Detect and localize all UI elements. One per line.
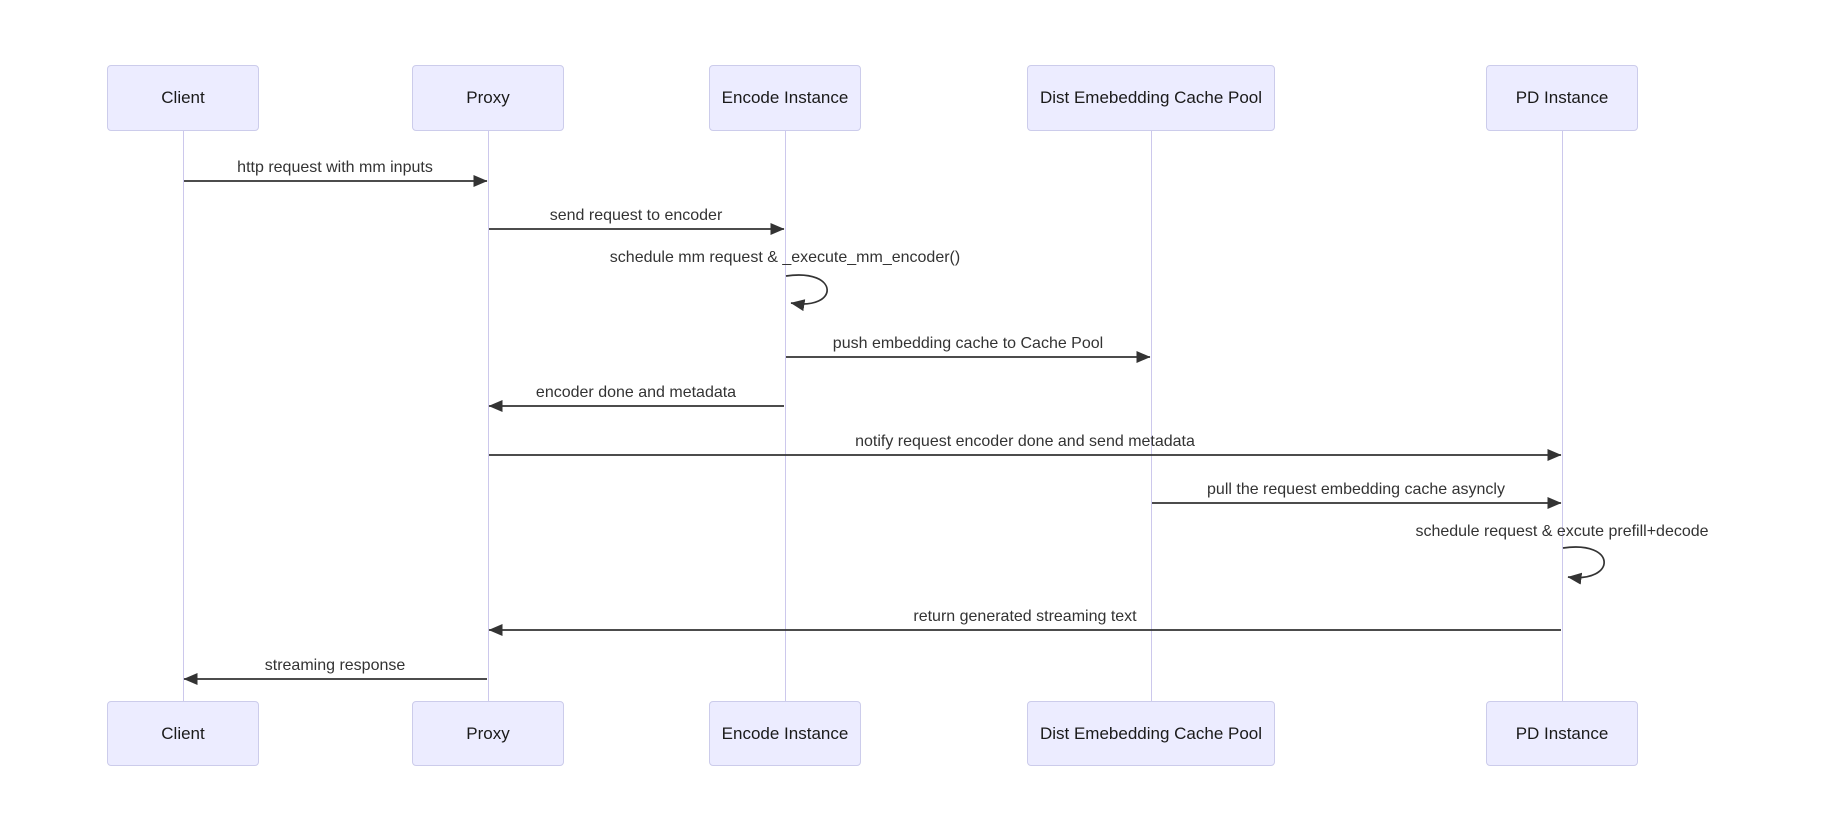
message-8-self-loop-arrow [1562, 546, 1605, 585]
actor-client-bottom: Client [107, 701, 259, 766]
actor-label: Encode Instance [721, 723, 849, 743]
actor-label: PD Instance [1515, 88, 1609, 107]
actor-encode-instance-top: Encode Instance [709, 65, 861, 131]
actor-dist-embedding-cache-pool-top: Dist Emebedding Cache Pool [1027, 65, 1275, 131]
message-7-label: pull the request embedding cache asyncly [1207, 481, 1505, 498]
message-4-label: push embedding cache to Cache Pool [832, 335, 1104, 352]
message-6-label: notify request encoder done and send met… [855, 433, 1195, 450]
message-1-label: http request with mm inputs [237, 159, 433, 176]
actor-label: Proxy [466, 723, 510, 743]
actor-pd-instance-top: PD Instance [1486, 65, 1638, 131]
actor-proxy-top: Proxy [412, 65, 564, 131]
lifeline-dist-embedding-cache-pool [1151, 131, 1152, 701]
message-9-label: return generated streaming text [913, 608, 1137, 625]
message-8-label: schedule request & excute prefill+decode [1415, 523, 1709, 540]
actor-label: PD Instance [1515, 723, 1609, 743]
lifeline-encode-instance [785, 131, 786, 701]
lifeline-pd-instance [1562, 131, 1563, 701]
lifeline-proxy [488, 131, 489, 701]
message-5-label: encoder done and metadata [535, 384, 737, 401]
actor-encode-instance-bottom: Encode Instance [709, 701, 861, 766]
actor-pd-instance-bottom: PD Instance [1486, 701, 1638, 766]
actor-label: Proxy [466, 88, 510, 107]
actor-proxy-bottom: Proxy [412, 701, 564, 766]
message-3-self-loop-arrow [785, 274, 828, 312]
actor-label: Encode Instance [721, 88, 849, 107]
actor-label: Client [161, 723, 205, 743]
actor-client-top: Client [107, 65, 259, 131]
actor-dist-embedding-cache-pool-bottom: Dist Emebedding Cache Pool [1027, 701, 1275, 766]
actor-label: Dist Emebedding Cache Pool [1039, 723, 1263, 743]
message-3-label: schedule mm request & _execute_mm_encode… [609, 249, 961, 266]
actor-label: Client [161, 88, 205, 107]
actor-label: Dist Emebedding Cache Pool [1039, 88, 1263, 107]
lifeline-client [183, 131, 184, 701]
message-2-label: send request to encoder [549, 207, 723, 224]
message-10-label: streaming response [264, 657, 406, 674]
